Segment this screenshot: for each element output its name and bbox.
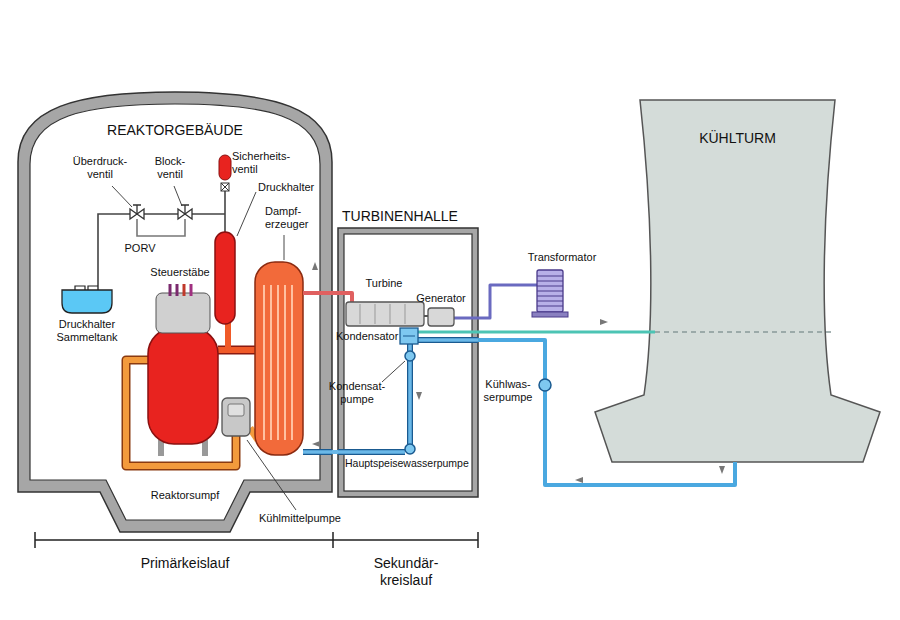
pump-label: Hauptspeisewasserpumpe xyxy=(345,457,469,470)
building-title: REAKTORGEBÄUDE xyxy=(18,122,332,139)
pump-label: Kühlwas- serpumpe xyxy=(484,378,533,404)
reactor-vessel xyxy=(148,293,218,456)
component-label: Turbine xyxy=(366,277,403,290)
cooling-tower: KÜHLTURM xyxy=(595,100,880,462)
valve-label: Sicherheits- ventil xyxy=(232,150,290,176)
valve-label: PORV xyxy=(125,242,156,255)
component-label: Steuerstäbe xyxy=(150,266,209,279)
hall-interior xyxy=(344,234,472,491)
circuit-label: Primärkeislauf xyxy=(141,555,230,572)
pipe xyxy=(478,331,595,334)
cooling-water-pump xyxy=(539,379,551,391)
component-label: Reaktorsumpf xyxy=(151,489,219,502)
pump-label: Kondensat- pumpe xyxy=(329,380,385,406)
steam-generator xyxy=(255,262,303,455)
generator xyxy=(428,308,454,326)
pipe xyxy=(332,450,338,454)
valve-label: Block- ventil xyxy=(155,155,186,181)
circuit-brackets xyxy=(35,532,478,548)
circuit-label: Sekundär- kreislauf xyxy=(374,555,439,589)
building-wall xyxy=(18,92,332,532)
pressurizer xyxy=(215,232,235,324)
valve-label: Überdruck- ventil xyxy=(73,155,127,181)
building-title: TURBINENHALLE xyxy=(338,208,478,225)
building-title: KÜHLTURM xyxy=(595,130,880,147)
coolant-pump xyxy=(222,398,250,436)
pressurizer-tank xyxy=(62,286,112,313)
component-label: Generator xyxy=(416,292,466,305)
component-label: Kondensator xyxy=(336,330,398,343)
component-label: Druckhalter Sammeltank xyxy=(56,318,117,344)
condenser xyxy=(400,328,418,344)
tower-shell xyxy=(595,100,880,462)
pipe xyxy=(332,291,338,295)
safety-valve xyxy=(219,155,231,191)
pump-label: Kühlmittelpumpe xyxy=(259,512,341,525)
turbine-hall: TURBINENHALLE xyxy=(338,228,478,497)
building-interior xyxy=(30,104,320,520)
component-label: Druckhalter xyxy=(258,181,314,194)
node-outline xyxy=(595,100,880,462)
component-label: Dampf- erzeuger xyxy=(265,205,308,231)
node-outline xyxy=(338,228,478,497)
turbine xyxy=(346,302,428,326)
transformer xyxy=(532,270,568,317)
hall-wall xyxy=(338,228,478,497)
component-label: Transformator xyxy=(528,251,597,264)
